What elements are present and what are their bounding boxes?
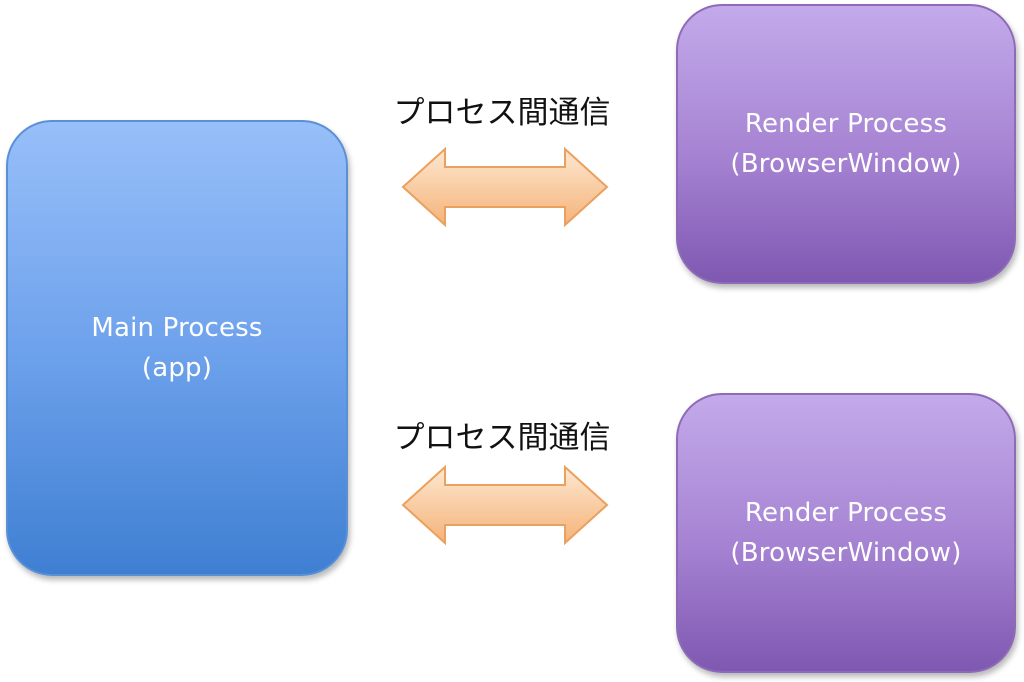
ipc-label-top: プロセス間通信: [393, 95, 611, 131]
render-process-title: Render Process: [744, 498, 948, 528]
double-headed-arrow-icon: [401, 464, 609, 546]
main-process-subtitle: (app): [141, 353, 213, 383]
render-process-box-top: Render Process (BrowserWindow): [676, 4, 1016, 284]
render-process-subtitle: (BrowserWindow): [730, 538, 962, 568]
ipc-label-bottom: プロセス間通信: [393, 420, 611, 456]
render-process-title: Render Process: [744, 109, 948, 139]
render-process-box-bottom: Render Process (BrowserWindow): [676, 393, 1016, 673]
double-headed-arrow-icon: [401, 146, 609, 228]
main-process-title: Main Process: [91, 313, 263, 343]
main-process-box: Main Process (app): [6, 120, 348, 576]
render-process-subtitle: (BrowserWindow): [730, 149, 962, 179]
